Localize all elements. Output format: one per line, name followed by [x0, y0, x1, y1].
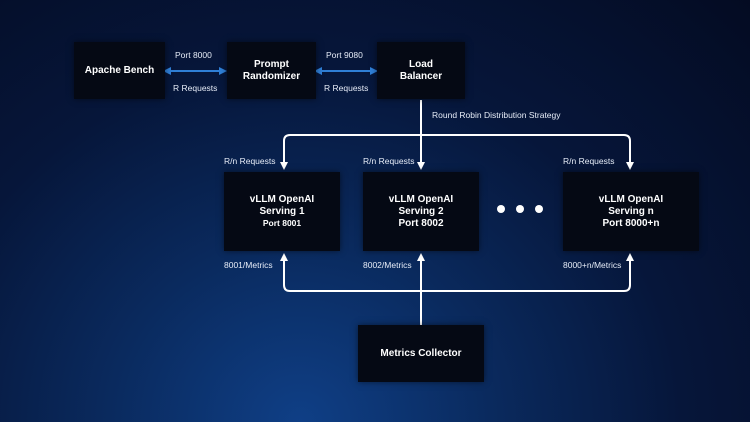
r-requests-label-1: R Requests [173, 83, 218, 93]
serving-2-label-2: Serving 2 [398, 205, 444, 217]
apache-bench-node: Apache Bench [74, 42, 165, 99]
r-requests-label-2: R Requests [324, 83, 369, 93]
serving-n-label-2: Serving n [608, 205, 654, 217]
rn-requests-label-1: R/n Requests [224, 156, 276, 166]
serving-n-label-1: vLLM OpenAI [598, 193, 664, 205]
serving-1-port: Port 8001 [262, 218, 302, 228]
serving-n-port: Port 8000+n [602, 217, 660, 229]
metrics-collector-node: Metrics Collector [358, 325, 484, 382]
prompt-randomizer-node: Prompt Randomizer [227, 42, 316, 99]
ellipsis-dot-3 [535, 205, 543, 213]
metrics-label-n: 8000+n/Metrics [563, 260, 622, 270]
load-balancer-label-1: Load [409, 58, 433, 70]
rn-requests-label-2: R/n Requests [363, 156, 415, 166]
port-8000-label: Port 8000 [175, 50, 212, 60]
serving-1-node: vLLM OpenAI Serving 1 Port 8001 [224, 172, 340, 251]
ellipsis-dot-2 [516, 205, 524, 213]
metrics-collector-label: Metrics Collector [380, 347, 462, 359]
apache-bench-label: Apache Bench [84, 64, 155, 76]
serving-2-label-1: vLLM OpenAI [388, 193, 454, 205]
metrics-label-1: 8001/Metrics [224, 260, 273, 270]
load-balancer-label-2: Balancer [399, 70, 443, 82]
serving-2-node: vLLM OpenAI Serving 2 Port 8002 [363, 172, 479, 251]
serving-2-port: Port 8002 [398, 217, 444, 229]
metrics-lines [280, 253, 634, 325]
distribution-lines [280, 100, 634, 170]
prompt-randomizer-label-1: Prompt [254, 58, 289, 70]
serving-1-label-2: Serving 1 [259, 206, 305, 217]
strategy-label: Round Robin Distribution Strategy [432, 110, 561, 120]
prompt-randomizer-label-2: Randomizer [242, 70, 301, 82]
rn-requests-label-3: R/n Requests [563, 156, 615, 166]
port-9080-label: Port 9080 [326, 50, 363, 60]
serving-1-label-1: vLLM OpenAI [249, 194, 315, 205]
load-balancer-node: Load Balancer [377, 42, 465, 99]
metrics-label-2: 8002/Metrics [363, 260, 412, 270]
ellipsis-dot-1 [497, 205, 505, 213]
serving-n-node: vLLM OpenAI Serving n Port 8000+n [563, 172, 699, 251]
